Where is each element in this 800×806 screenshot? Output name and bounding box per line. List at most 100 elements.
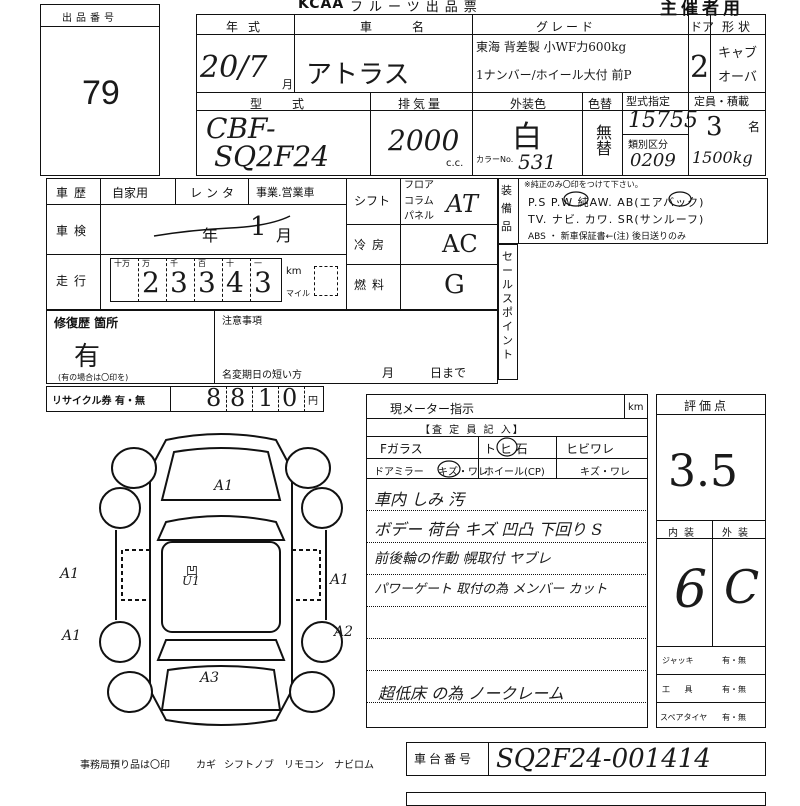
recycle-digit-2: 8	[230, 384, 246, 412]
history-label: 車歴	[56, 186, 93, 200]
deadline-month: 月	[382, 366, 395, 380]
exterior-color-value: 白	[512, 120, 542, 155]
recycle-box	[46, 386, 324, 412]
lot-number: 79	[82, 74, 120, 112]
capacity-value: 3	[706, 112, 723, 142]
inspection-year: 年	[202, 226, 219, 245]
mileage-unit-1k: 千	[170, 259, 178, 268]
shift-floor: フロア	[404, 180, 434, 191]
mileage-digit-3: 3	[198, 266, 216, 299]
mirror-options: キズ・ワレ	[438, 467, 488, 478]
diagram-extra-mark: 凹	[186, 564, 199, 578]
car-damage-diagram	[99, 433, 343, 726]
repair-note: (有の場合は〇印を)	[58, 373, 129, 382]
tool-options: 有・無	[722, 685, 746, 694]
history-business: 事業.営業車	[256, 186, 315, 199]
equipment-circles	[563, 191, 692, 207]
grade-line2: 1ナンバー/ホイール大付 前P	[476, 68, 632, 82]
mileage-digit-2: 3	[170, 266, 188, 299]
car-name-label: 車名	[360, 20, 465, 34]
chassis-box	[406, 742, 766, 776]
month-suffix: 月	[282, 78, 293, 91]
history-table	[46, 178, 498, 310]
mirror-label: ドアミラー	[374, 467, 424, 478]
rating-box	[656, 394, 766, 728]
fuel-value: G	[444, 270, 465, 300]
office-item-shiftknob: シフトノブ	[224, 760, 274, 771]
office-item-remote: リモコン	[284, 760, 324, 771]
class-label: 類別区分	[628, 140, 668, 151]
mileage-box	[110, 258, 282, 302]
capacity-unit: 名	[748, 120, 761, 134]
diagram-mark-top: A1	[214, 478, 234, 494]
wheel-label: ホイール(CP)	[484, 467, 545, 478]
deadline-day: 日まで	[430, 366, 467, 380]
glass-label: Fガラス	[380, 442, 423, 456]
deadline-label: 名変期日の短い方	[222, 370, 302, 381]
jack-label: ジャッキ	[662, 656, 694, 665]
wheel-options: キズ・ワレ	[580, 467, 630, 478]
inspection-month: 月	[276, 226, 293, 245]
exterior-value: C	[724, 560, 760, 614]
inspection-month-value: 1	[250, 212, 267, 242]
note-line-3: 前後輪の作動 幌取付 ヤブレ	[374, 551, 551, 567]
displacement-value: 2000	[388, 124, 460, 157]
diagram-mark-right: A1	[330, 572, 350, 588]
mileage-unit-1: 一	[254, 259, 262, 268]
mileage-unit-10: 十	[226, 259, 234, 268]
recycle-digit-3: 1	[258, 384, 274, 412]
recycle-digit-1: 8	[206, 384, 222, 412]
load-value: 1500kg	[692, 148, 753, 167]
shape-line2: オーバ	[718, 70, 757, 85]
note-line-6: 超低床 の為 ノークレーム	[378, 684, 564, 703]
rating-value: 3.5	[668, 446, 738, 497]
office-text: 事務局預り品は〇印	[80, 760, 170, 771]
recycle-digit-4: 0	[282, 384, 298, 412]
recycle-label: リサイクル券 有・無	[52, 396, 145, 407]
meter-unit: km	[628, 402, 644, 413]
inspector-box	[366, 394, 648, 728]
history-private: 自家用	[112, 186, 149, 200]
equipment-label: 装備品	[501, 184, 512, 233]
year-label: 年式	[226, 20, 271, 34]
history-rental: レンタ	[190, 186, 239, 200]
spare-label: スペアタイヤ	[660, 713, 708, 722]
doors-label: ドア	[690, 20, 715, 34]
model-label: 型式	[250, 97, 335, 111]
color-no-label: カラーNo.	[476, 155, 514, 164]
venue-text: KCAA	[298, 0, 345, 12]
recycle-unit: 円	[308, 396, 318, 407]
diagram-u-mark: U1	[182, 574, 200, 588]
caution-label: 注意事項	[222, 316, 262, 327]
chassis-value: SQ2F24-001414	[496, 744, 711, 774]
mile-checkbox[interactable]	[314, 266, 338, 296]
model-line2: SQ2F24	[214, 140, 330, 173]
cc-unit: c.c.	[446, 158, 464, 169]
repair-value: 有	[74, 342, 101, 372]
office-item-key: カギ	[196, 760, 216, 771]
diagram-mark-rear-right: A2	[334, 624, 354, 640]
mileage-unit-100k: 十万	[114, 259, 130, 268]
spare-options: 有・無	[722, 713, 746, 722]
office-item-navirom: ナビロム	[334, 760, 374, 771]
equipment-row3: ABS ・ 新車保証書←(注) 後日送りのみ	[528, 232, 687, 242]
exterior-label: 外装	[722, 528, 754, 539]
class-value: 0209	[630, 150, 676, 171]
shape-label: 形状	[722, 20, 755, 34]
shift-panel: パネル	[404, 211, 434, 222]
repair-label: 修復歴 箇所	[54, 316, 119, 330]
interior-value: 6	[674, 560, 708, 620]
equipment-box	[498, 178, 768, 244]
grade-line1: 東海 背差製 小WF力600kg	[476, 40, 627, 54]
repair-box	[46, 310, 498, 384]
jack-options: 有・無	[722, 656, 746, 665]
fuel-label: 燃料	[354, 278, 391, 292]
aircon-value: AC	[442, 230, 478, 258]
vehicle-info-table	[196, 14, 766, 176]
mileage-unit-10k: 万	[142, 259, 150, 268]
shift-label: シフト	[354, 194, 391, 208]
displacement-label: 排気量	[398, 97, 444, 111]
sheet-title: フルーツ出品票	[350, 0, 483, 15]
mileage-digit-1: 2	[142, 266, 160, 299]
mirror-circle	[437, 460, 461, 478]
